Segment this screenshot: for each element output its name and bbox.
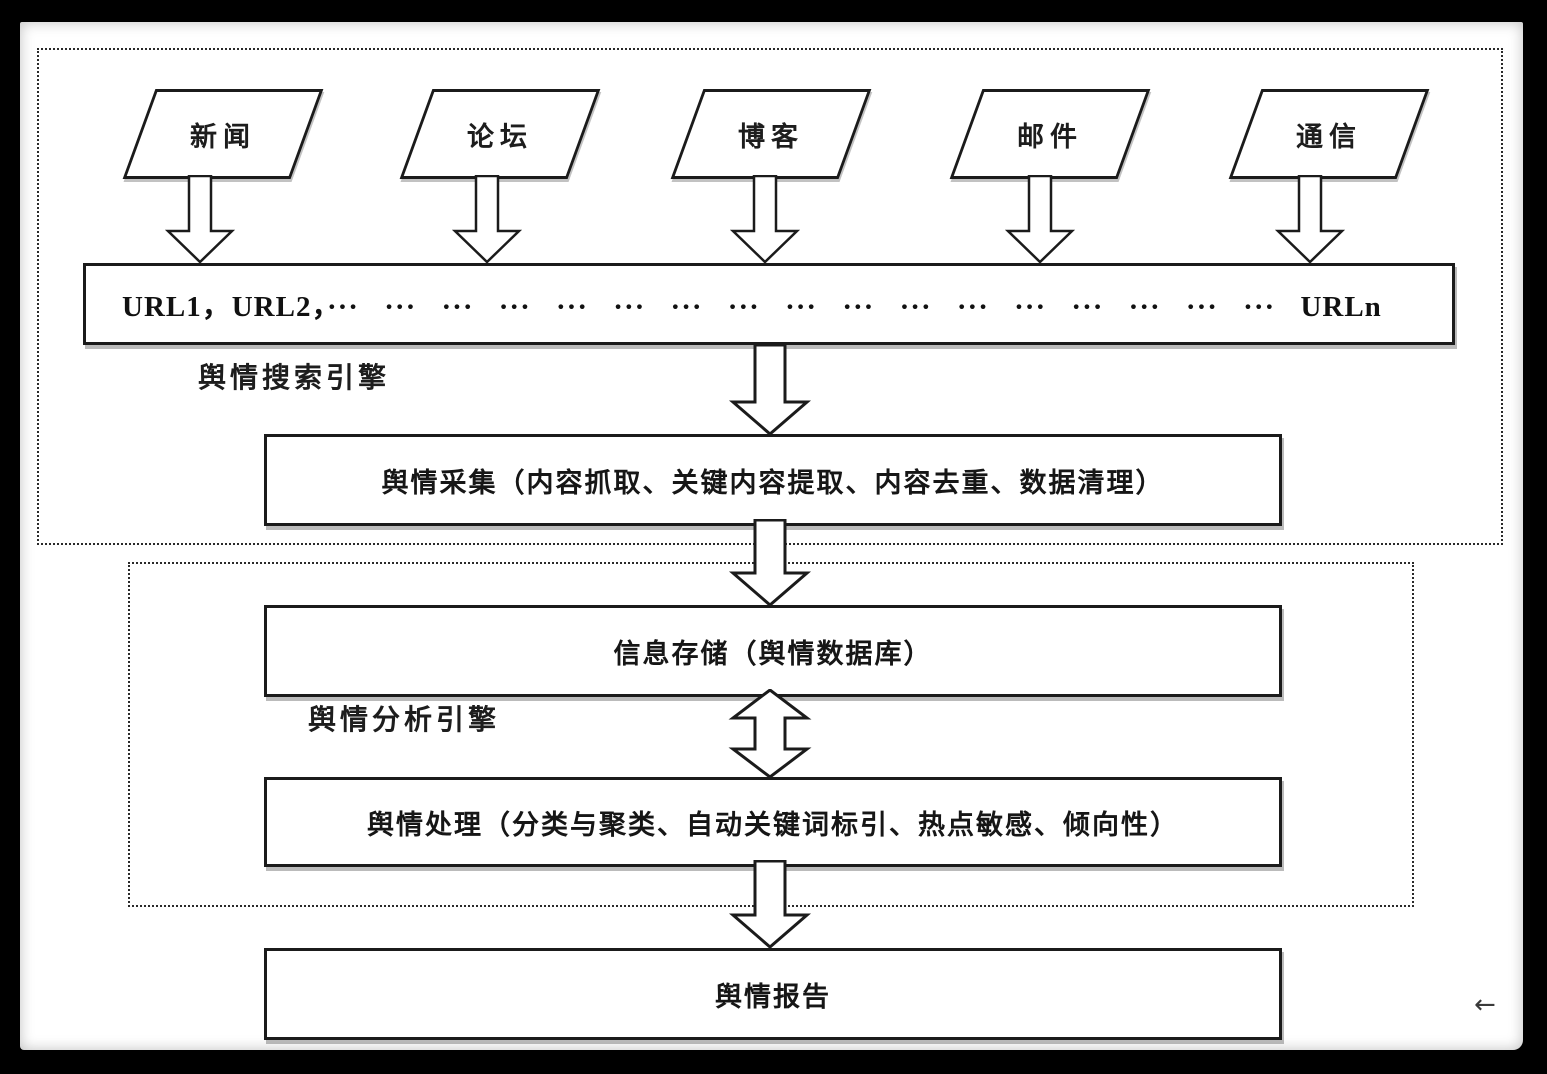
down-arrow-icon (164, 175, 236, 263)
down-arrow-icon (729, 175, 801, 263)
flow-arrow-icon (728, 344, 812, 436)
flow-arrow-icon (728, 519, 812, 607)
storage-box: 信息存储（舆情数据库） (264, 605, 1282, 697)
flow-arrow-icon (728, 860, 812, 949)
source-label: 通信 (1296, 121, 1362, 152)
double-arrow-icon (728, 689, 812, 778)
source-node-communication: 通信 (1228, 89, 1430, 179)
down-arrow-icon (451, 175, 523, 263)
down-arrow-icon (1274, 175, 1346, 263)
source-node-forum: 论坛 (399, 89, 601, 179)
source-node-blog: 博客 (670, 89, 872, 179)
diagram-page: 新闻 论坛 博客 邮件 通信 URL1，URL2，··· ··· ··· ···… (20, 22, 1523, 1050)
source-label: 新闻 (190, 121, 256, 152)
collection-box: 舆情采集（内容抓取、关键内容提取、内容去重、数据清理） (264, 434, 1282, 526)
source-node-news: 新闻 (122, 89, 324, 179)
processing-box: 舆情处理（分类与聚类、自动关键词标引、热点敏感、倾向性） (264, 777, 1282, 867)
search-engine-label: 舆情搜索引擎 (198, 363, 391, 394)
analysis-engine-label: 舆情分析引擎 (308, 705, 501, 736)
scroll-left-arrow-icon[interactable]: ← (1474, 990, 1496, 1020)
report-box: 舆情报告 (264, 948, 1282, 1040)
down-arrow-icon (1004, 175, 1076, 263)
source-label: 论坛 (467, 121, 533, 152)
source-node-mail: 邮件 (949, 89, 1151, 179)
url-list-bar: URL1，URL2，··· ··· ··· ··· ··· ··· ··· ··… (83, 263, 1455, 345)
source-label: 博客 (738, 121, 804, 152)
source-label: 邮件 (1017, 121, 1083, 152)
